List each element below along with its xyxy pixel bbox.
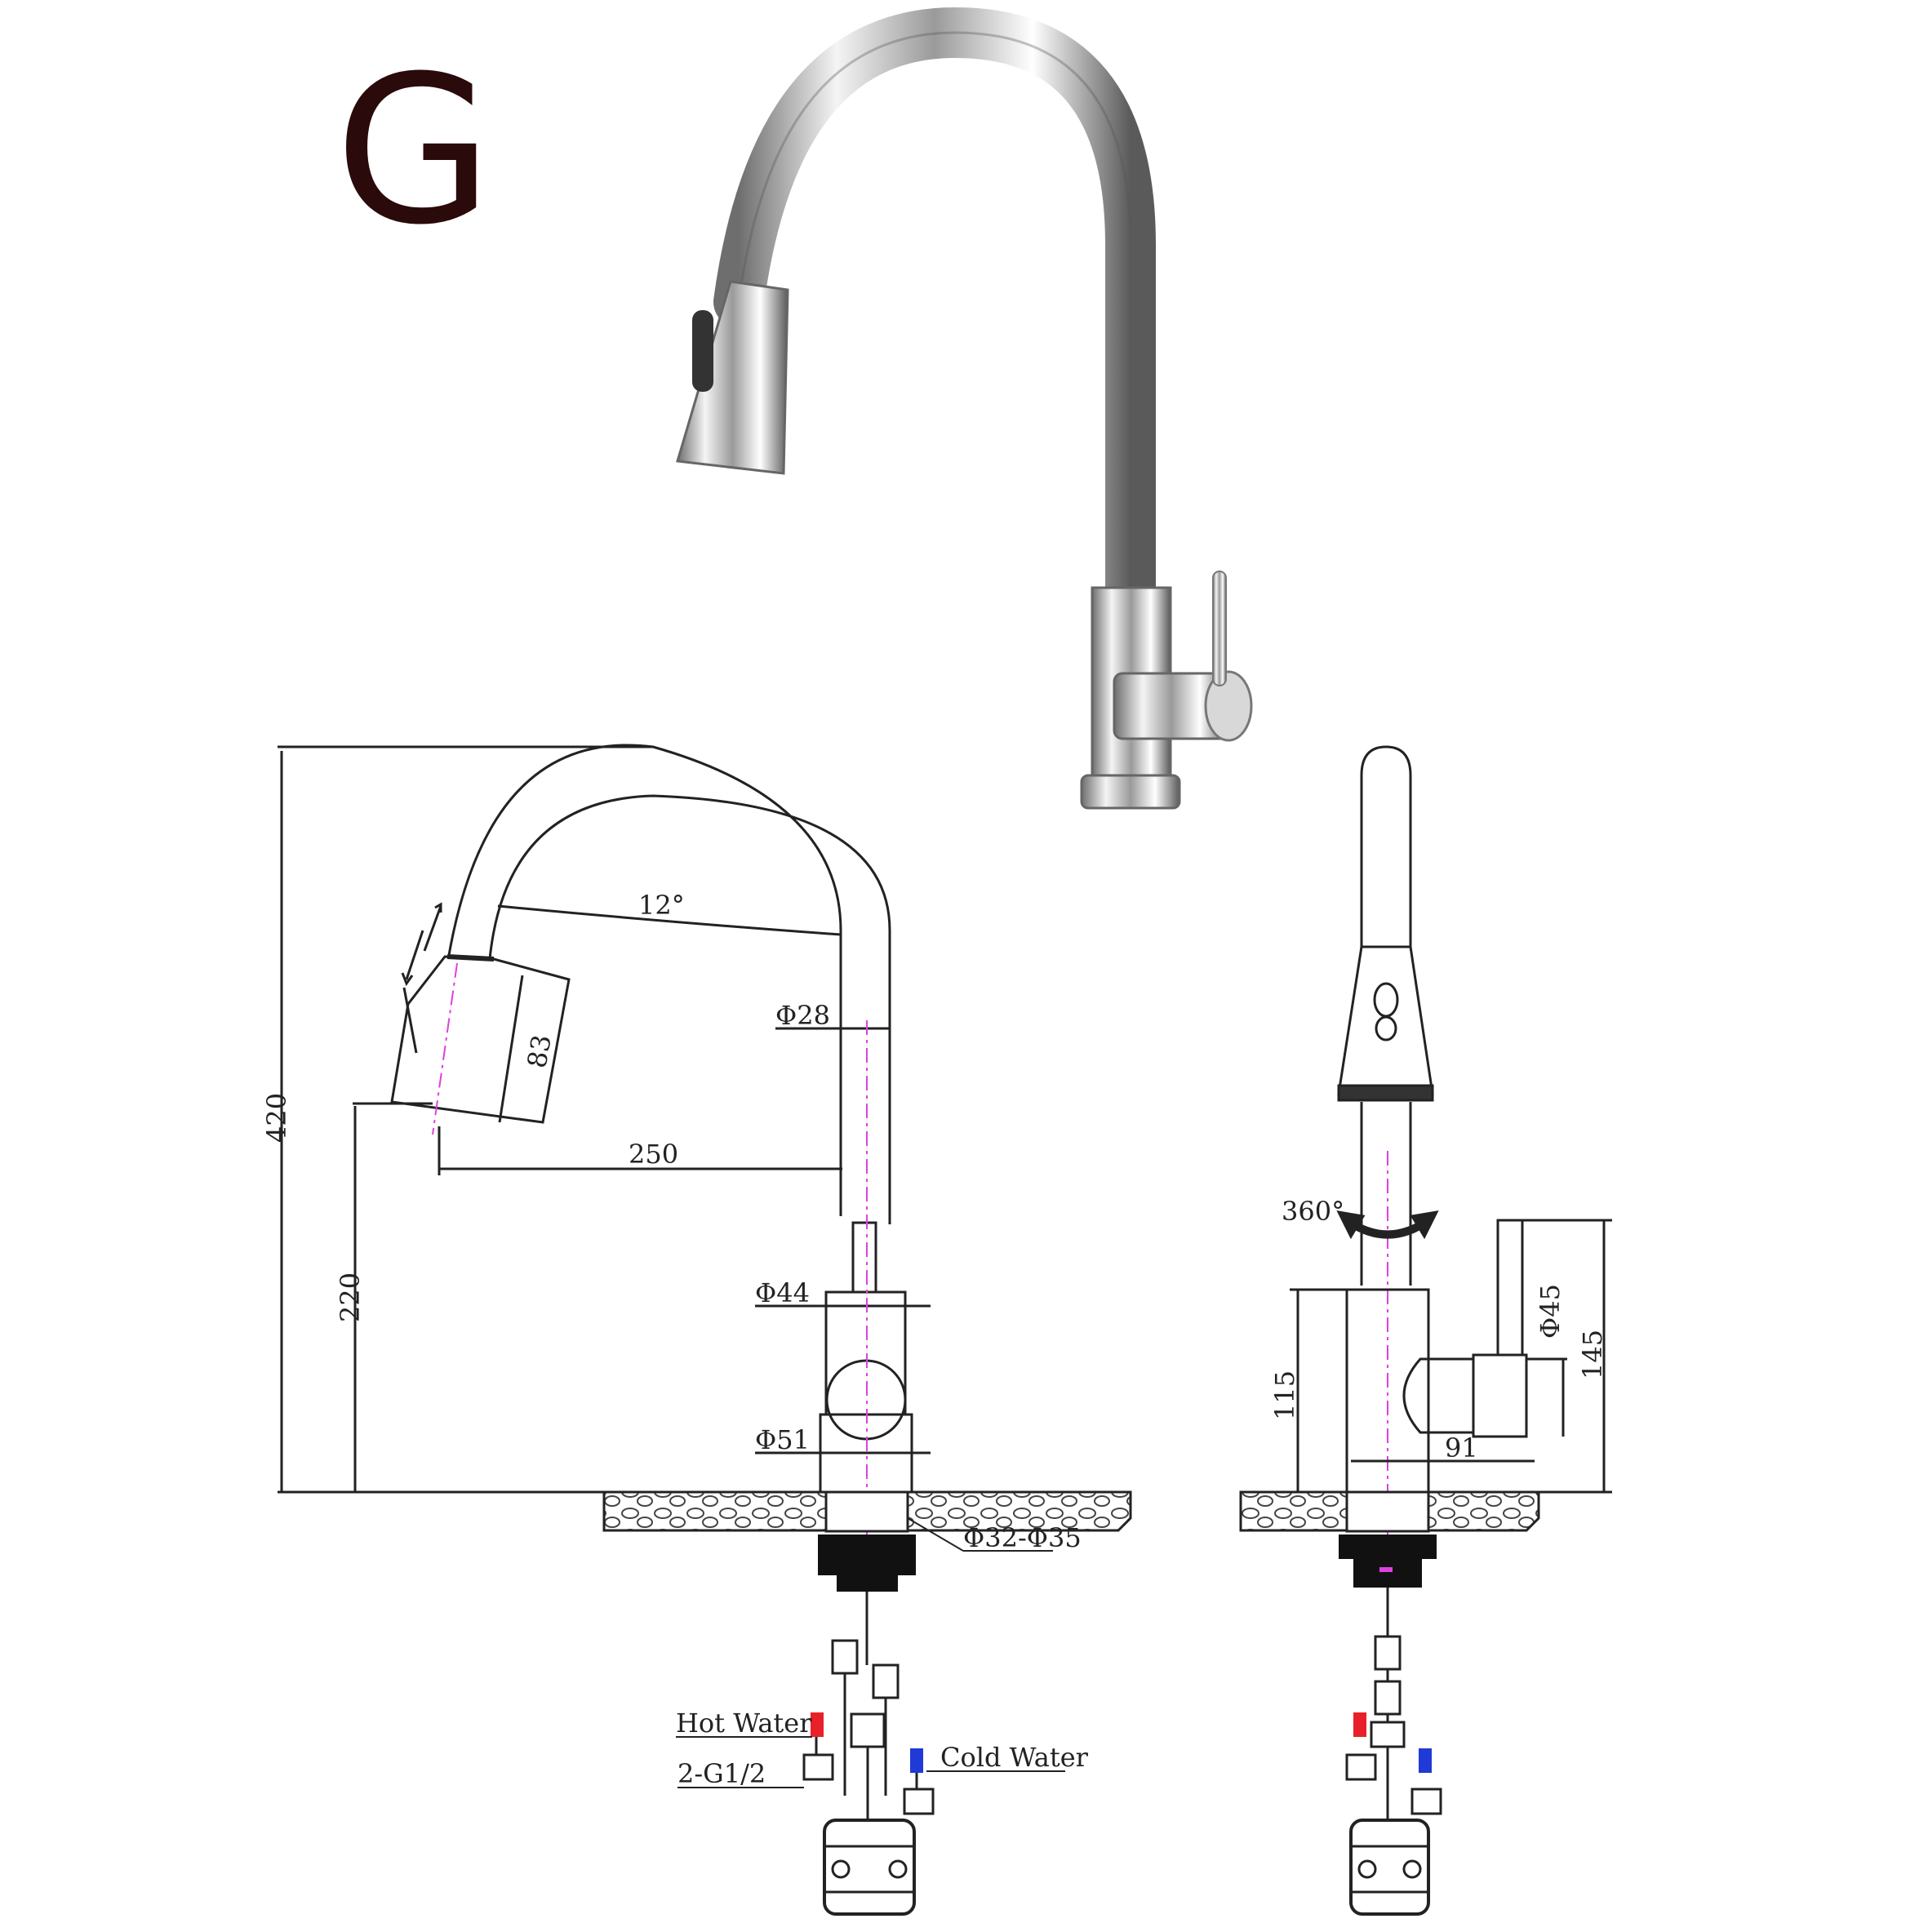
dim-hole-dia: Φ32-Φ35 xyxy=(963,1522,1082,1553)
dim-reach: 250 xyxy=(629,1139,678,1170)
front-elevation xyxy=(278,744,1131,1494)
product-photo xyxy=(676,7,1253,810)
countertop-front xyxy=(602,1490,1132,1916)
dim-lever-height: 145 xyxy=(1577,1330,1608,1379)
countertop-side xyxy=(1239,1490,1540,1916)
label-hot-water: Hot Water xyxy=(676,1708,812,1739)
dim-height-total: 420 xyxy=(261,1093,292,1143)
dim-body-height: 115 xyxy=(1269,1370,1300,1420)
dim-spout-clearance: 220 xyxy=(335,1272,366,1322)
dimension-labels: 420 220 12° Φ28 83 250 Φ44 Φ51 Φ32-Φ35 3… xyxy=(261,890,1608,1789)
dim-lever-dia: Φ45 xyxy=(1535,1284,1566,1339)
dim-pipe-dia: Φ28 xyxy=(775,1000,830,1031)
label-cold-water: Cold Water xyxy=(940,1742,1089,1773)
variant-letter: G xyxy=(335,32,493,269)
dim-base-dia: Φ51 xyxy=(755,1424,810,1455)
dim-lever-reach: 91 xyxy=(1445,1432,1478,1463)
label-thread: 2-G1/2 xyxy=(677,1758,766,1789)
dim-rotation: 360° xyxy=(1282,1196,1344,1227)
dim-handle-dia: Φ44 xyxy=(755,1277,810,1308)
dim-spout-tilt: 12° xyxy=(638,890,685,921)
dim-head-length: 83 xyxy=(521,1033,557,1071)
